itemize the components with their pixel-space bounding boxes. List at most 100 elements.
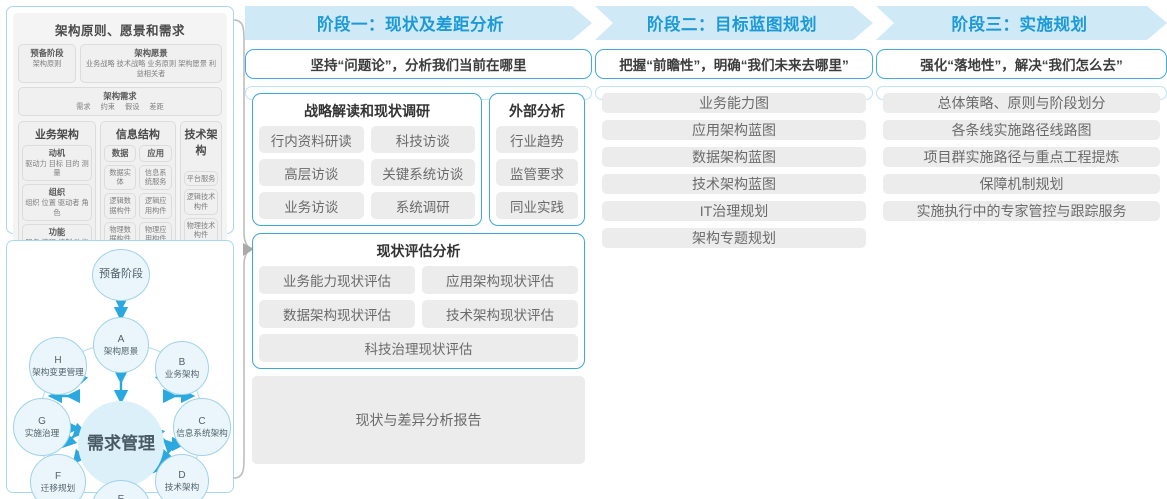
togaf-domain-columns: 业务架构 动机 驱动力 目标 目的 测量 组织 组织 位置 驱动者 角色 xyxy=(18,120,222,255)
information-structure-section: 信息结构 数据 数据实体 逻辑数据构件 物理数据构件 xyxy=(99,120,176,255)
application-column: 应用 信息系统服务 逻辑应用构件 物理应用构件 xyxy=(139,144,172,248)
information-structure-columns: 数据 数据实体 逻辑数据构件 物理数据构件 应用 信息系统服务 xyxy=(103,144,172,248)
list-item[interactable]: 架构专题规划 xyxy=(602,228,866,248)
phase-2-banner[interactable]: 阶段二：目标蓝图规划 xyxy=(595,6,873,40)
adm-node-prep-label: 预备阶段 xyxy=(99,268,143,281)
phase-1-top-group: 战略解读和现状调研 行内资料研读 科技访谈 高层访谈 关键系统访谈 xyxy=(252,93,585,226)
business-architecture-title: 业务架构 xyxy=(34,128,79,141)
list-item[interactable]: 实施执行中的专家管控与跟踪服务 xyxy=(883,201,1160,221)
list-item[interactable]: 项目群实施路径与重点工程提炼 xyxy=(883,147,1160,167)
pill-row: 数据架构现状评估 技术架构现状评估 xyxy=(259,300,578,328)
information-structure-title: 信息结构 xyxy=(115,128,160,141)
list-item[interactable]: 关键系统访谈 xyxy=(370,159,475,186)
pill-row: 业务能力现状评估 应用架构现状评估 xyxy=(259,266,578,294)
list-item[interactable]: 应用架构现状评估 xyxy=(422,266,578,294)
left-column: 架构原则、愿景和需求 预备阶段 架构原则 架构愿景 业务战略 技术战略 业务原则… xyxy=(6,6,234,499)
list-item[interactable]: 行内资料研读 xyxy=(259,126,364,153)
list-item[interactable]: 数据架构蓝图 xyxy=(602,147,866,167)
list-item[interactable]: 应用架构蓝图 xyxy=(602,120,866,140)
req-item: 差距 xyxy=(149,101,164,111)
adm-node-h[interactable]: H 架构变更管理 xyxy=(29,337,87,395)
list-item[interactable]: 科技治理现状评估 xyxy=(259,334,578,362)
business-architecture-items: 动机 驱动力 目标 目的 测量 组织 组织 位置 驱动者 角色 功能 服务 流程… xyxy=(22,144,92,251)
external-analysis-card: 外部分析 行业趋势 监管要求 同业实践 xyxy=(489,93,585,226)
pill-row: 业务访谈 系统调研 xyxy=(259,192,475,219)
phase-3-banner[interactable]: 阶段三：实施规划 xyxy=(876,6,1167,40)
adm-node-a[interactable]: A 架构愿景 xyxy=(93,317,149,373)
phase-1-body: 战略解读和现状调研 行内资料研读 科技访谈 高层访谈 关键系统访谈 xyxy=(245,86,592,464)
list-item[interactable]: 监管要求 xyxy=(496,159,578,186)
arch-requirements-heading: 架构需求 xyxy=(103,90,137,101)
phase-1-subhead: 坚持“问题论”，分析我们当前在哪里 xyxy=(245,49,592,79)
phase-3-subhead: 强化“落地性”，解决“我们怎么去” xyxy=(876,49,1167,79)
adm-node-center-label: 需求管理 xyxy=(87,434,155,454)
list-item[interactable]: 科技访谈 xyxy=(370,126,475,153)
application-heading-box: 应用 xyxy=(139,144,172,162)
data-heading-box: 数据 xyxy=(103,144,137,162)
phase-1-banner-label: 阶段一：现状及差距分析 xyxy=(317,16,504,34)
adm-diagram: 预备阶段 需求管理 A 架构愿景 B 业务架构 C 信息系统架构 xyxy=(7,241,233,499)
adm-node-prep[interactable]: 预备阶段 xyxy=(92,249,150,301)
phase-banner-row: 阶段一：现状及差距分析 阶段二：目标蓝图规划 阶段三：实施规划 xyxy=(245,0,1167,40)
adm-cycle-card: 预备阶段 需求管理 A 架构愿景 B 业务架构 C 信息系统架构 xyxy=(6,240,234,499)
list-item[interactable]: IT治理规划 xyxy=(602,201,866,221)
strategy-research-card: 战略解读和现状调研 行内资料研读 科技访谈 高层访谈 关键系统访谈 xyxy=(252,93,482,226)
technology-architecture-items: 平台服务 逻辑技术构件 物理技术构件 xyxy=(183,170,218,244)
arch-vision-sub: 业务战略 技术战略 业务原则 架构愿景 利益相关者 xyxy=(85,59,217,78)
phase-3-body: 总体策略、原则与阶段划分 各条线实施路径线路图 项目群实施路径与重点工程提炼 保… xyxy=(876,86,1167,221)
pill-row: 科技治理现状评估 xyxy=(259,334,578,362)
togaf-content-framework-card: 架构原则、愿景和需求 预备阶段 架构原则 架构愿景 业务战略 技术战略 业务原则… xyxy=(6,6,234,306)
phase-3-banner-label: 阶段三：实施规划 xyxy=(951,16,1088,34)
pill-row: 高层访谈 关键系统访谈 xyxy=(259,159,475,186)
technology-architecture-title: 技术架构 xyxy=(184,128,218,157)
gap-analysis-report[interactable]: 现状与差异分析报告 xyxy=(252,376,585,464)
list-item[interactable]: 系统调研 xyxy=(370,192,475,219)
business-architecture-section: 业务架构 动机 驱动力 目标 目的 测量 组织 组织 位置 驱动者 角色 xyxy=(18,120,96,255)
list-item[interactable]: 各条线实施路径线路图 xyxy=(883,120,1160,140)
adm-node-g[interactable]: G 实施治理 xyxy=(13,398,71,456)
list-item[interactable]: 业务访谈 xyxy=(259,192,364,219)
phase-2-body: 业务能力图 应用架构蓝图 数据架构蓝图 技术架构蓝图 IT治理规划 架构专题规划 xyxy=(595,86,873,248)
current-state-evaluation-title: 现状评估分析 xyxy=(376,243,461,259)
togaf-row-vision: 预备阶段 架构原则 架构愿景 业务战略 技术战略 业务原则 架构愿景 利益相关者 xyxy=(18,44,222,83)
list-item[interactable]: 数据架构现状评估 xyxy=(259,300,415,328)
data-column: 数据 数据实体 逻辑数据构件 物理数据构件 xyxy=(103,144,137,248)
list-item[interactable]: 技术架构现状评估 xyxy=(422,300,578,328)
req-item: 约束 xyxy=(100,101,115,111)
phase-columns: 阶段一：现状及差距分析 阶段二：目标蓝图规划 阶段三：实施规划 坚持“问题论”，… xyxy=(245,0,1167,499)
organization-box: 组织 组织 位置 驱动者 角色 xyxy=(22,184,92,221)
arch-vision-heading: 架构愿景 xyxy=(134,48,168,58)
pill-row: 行内资料研读 科技访谈 xyxy=(259,126,475,153)
list-item[interactable]: 业务能力现状评估 xyxy=(259,266,415,294)
adm-node-c[interactable]: C 信息系统架构 xyxy=(173,398,231,456)
list-item[interactable]: 高层访谈 xyxy=(259,159,364,186)
req-item: 假设 xyxy=(125,101,140,111)
phase-2-subhead: 把握“前瞻性”，明确“我们未来去哪里” xyxy=(595,49,873,79)
strategy-research-items: 行内资料研读 科技访谈 高层访谈 关键系统访谈 业务访谈 系统调研 xyxy=(259,126,475,219)
prep-phase-heading: 预备阶段 xyxy=(30,48,64,58)
list-item[interactable]: 行业趋势 xyxy=(496,126,578,153)
list-item[interactable]: 业务能力图 xyxy=(602,93,866,113)
togaf-title: 架构原则、愿景和需求 xyxy=(54,24,185,38)
adm-node-d[interactable]: D 技术架构 xyxy=(155,454,209,499)
external-analysis-title: 外部分析 xyxy=(509,103,565,119)
list-item[interactable]: 总体策略、原则与阶段划分 xyxy=(883,93,1160,113)
strategy-research-title: 战略解读和现状调研 xyxy=(304,103,430,119)
list-item[interactable]: 保障机制规划 xyxy=(883,174,1160,194)
list-item[interactable]: 同业实践 xyxy=(496,192,578,219)
current-state-evaluation-card: 现状评估分析 业务能力现状评估 应用架构现状评估 数据架构现状评估 技术架构现状… xyxy=(252,233,585,369)
technology-architecture-section: 技术架构 平台服务 逻辑技术构件 物理技术构件 xyxy=(179,120,222,255)
adm-node-f[interactable]: F 迁移规划 xyxy=(30,454,86,499)
adm-node-center[interactable]: 需求管理 xyxy=(78,401,164,487)
arch-vision-box: 架构愿景 业务战略 技术战略 业务原则 架构愿景 利益相关者 xyxy=(80,44,222,83)
arch-requirements-sub: 需求 约束 假设 差距 xyxy=(21,102,219,112)
motivation-box: 动机 驱动力 目标 目的 测量 xyxy=(22,144,92,182)
phase-1-banner[interactable]: 阶段一：现状及差距分析 xyxy=(245,6,592,40)
prep-phase-sub: 架构原则 xyxy=(32,59,62,69)
prep-phase-box: 预备阶段 架构原则 xyxy=(18,44,76,83)
adm-node-b[interactable]: B 业务架构 xyxy=(155,341,209,395)
arch-requirements-box: 架构需求 需求 约束 假设 差距 xyxy=(18,86,222,116)
phase-2-banner-label: 阶段二：目标蓝图规划 xyxy=(647,16,817,34)
list-item[interactable]: 技术架构蓝图 xyxy=(602,174,866,194)
